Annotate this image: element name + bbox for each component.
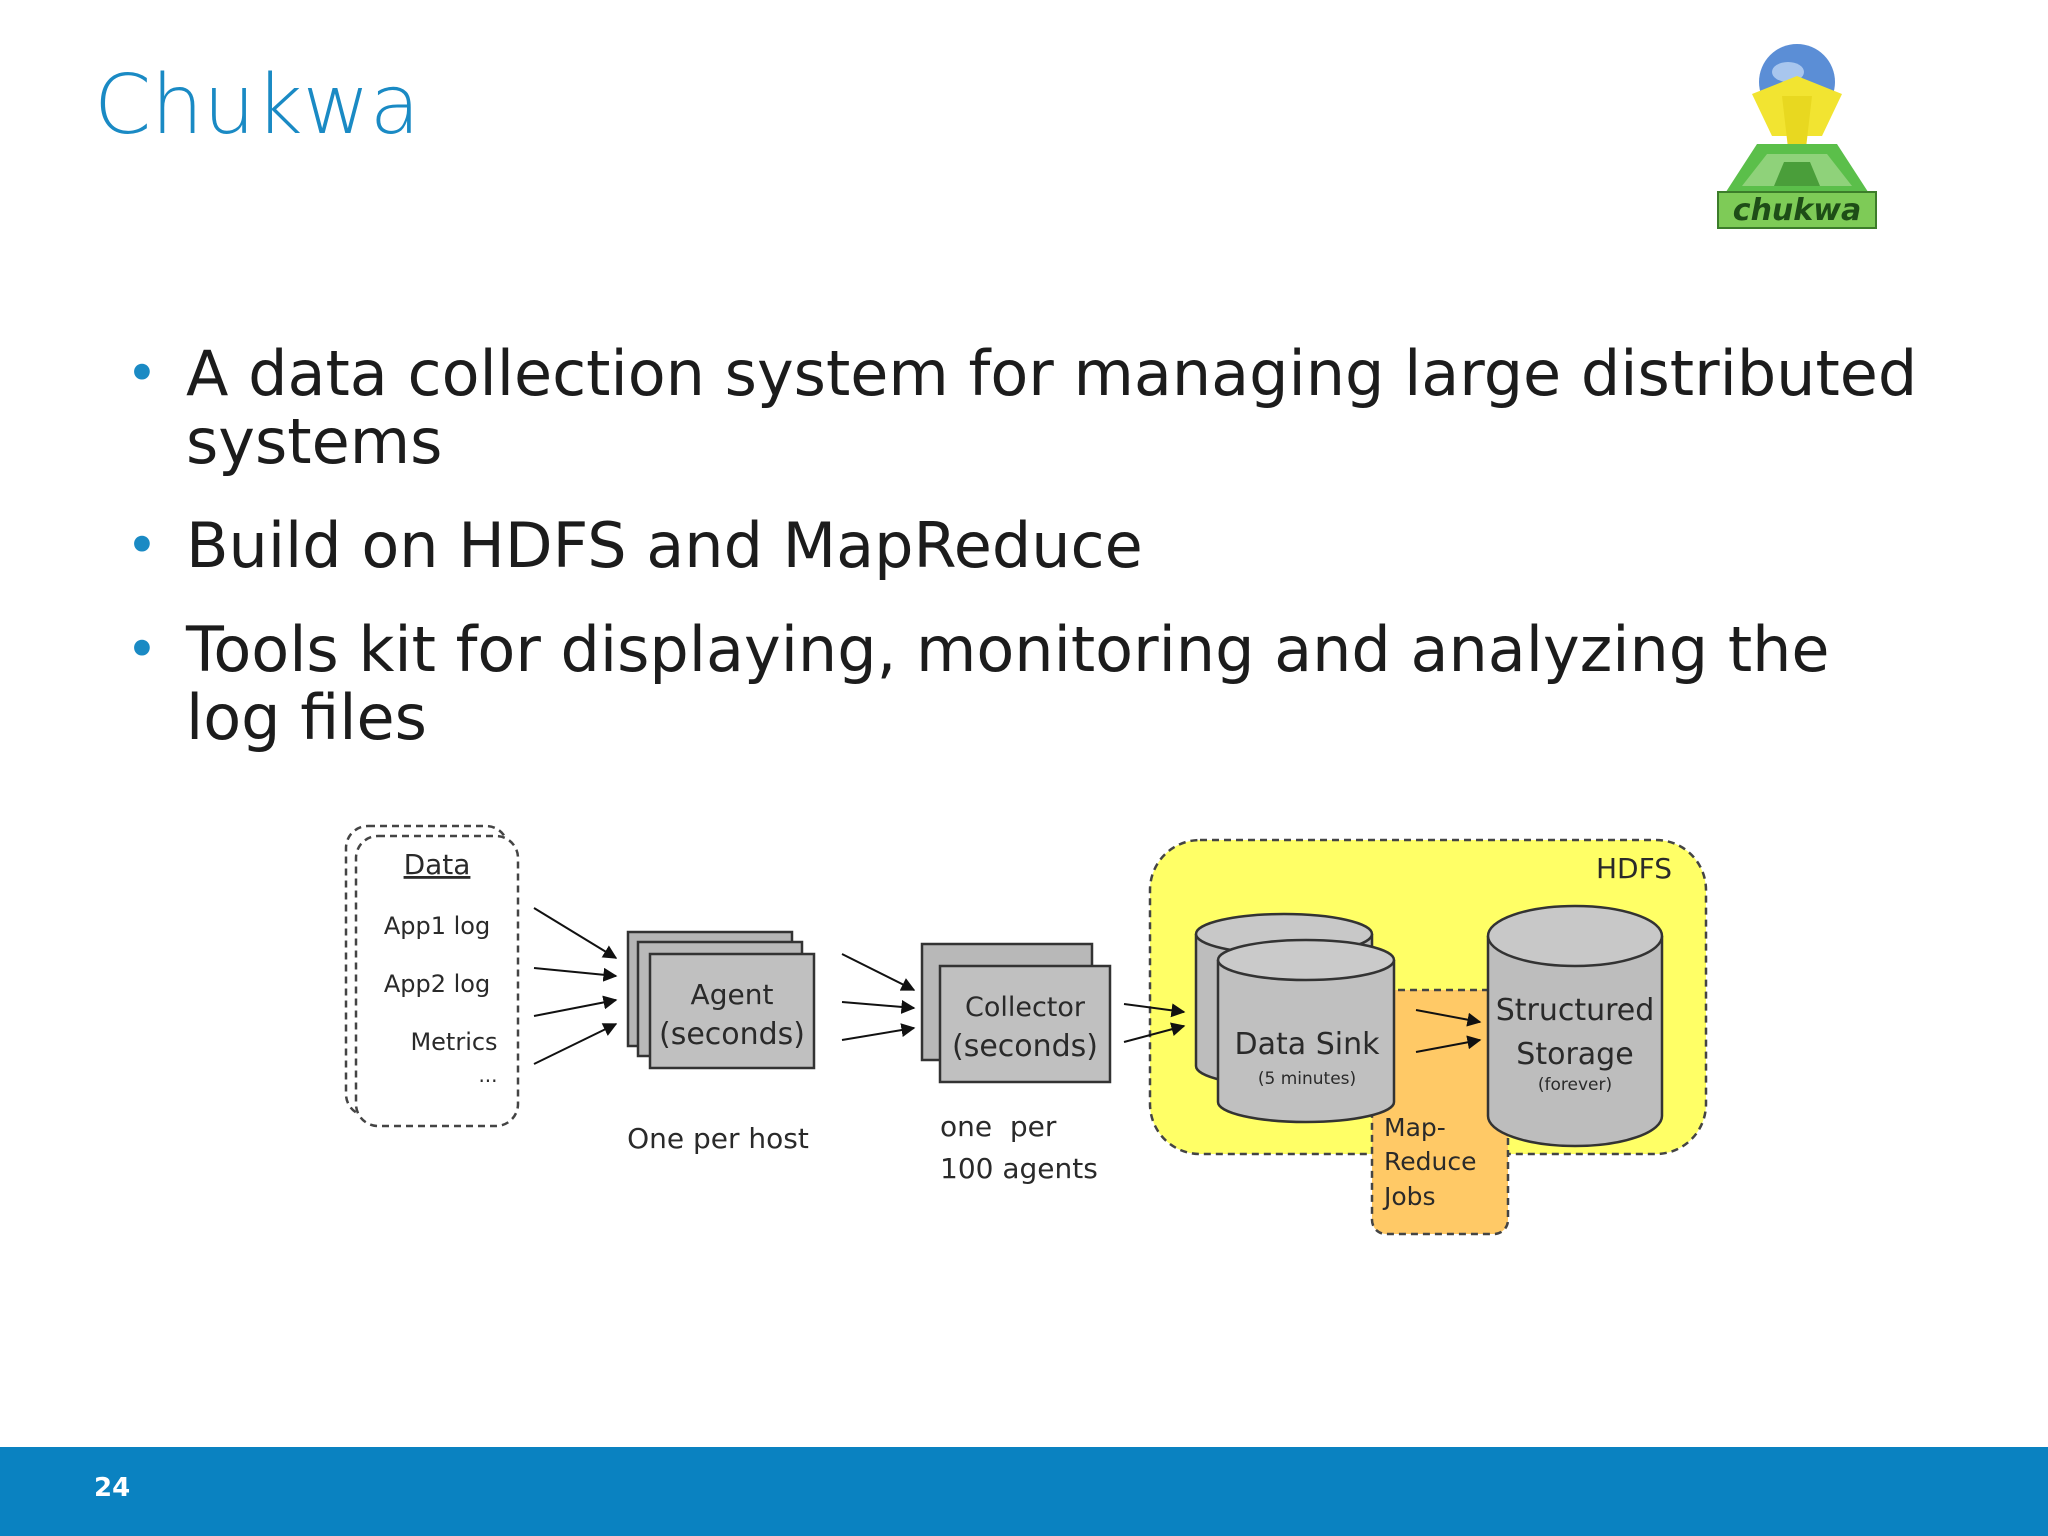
data-heading: Data [404, 848, 471, 881]
bullet-dot: • [126, 618, 158, 681]
collector-to-sink-arrows [1123, 1003, 1186, 1043]
collector-box: Collector (seconds) [920, 942, 1112, 1084]
mapreduce-region: Map- Reduce Jobs [1370, 988, 1510, 1236]
mapreduce-label: Map- [1384, 1113, 1446, 1142]
structured-storage-cylinder: Structured Storage (forever) [1486, 904, 1664, 1148]
storage-label: Storage [1516, 1037, 1633, 1072]
bullet-text: Tools kit for displaying, monitoring and… [186, 613, 1830, 754]
mapreduce-label: Reduce [1384, 1147, 1476, 1176]
footer-bar: 24 [0, 1447, 2048, 1536]
agent-box: Agent (seconds) [626, 930, 816, 1070]
sink-to-storage-arrows [1415, 1009, 1482, 1053]
logo-wordmark: chukwa [1733, 193, 1861, 228]
storage-sublabel: (forever) [1538, 1075, 1612, 1095]
page-number: 24 [94, 1473, 131, 1503]
agent-caption: One per host [627, 1122, 809, 1155]
data-to-agent-arrows [533, 907, 618, 1065]
bullet-item: • A data collection system for managing … [120, 340, 1940, 476]
collector-caption-line1: one per [940, 1110, 1057, 1143]
data-sink-sublabel: (5 minutes) [1258, 1069, 1356, 1089]
storage-label: Structured [1496, 993, 1655, 1028]
collector-caption-line2: 100 agents [940, 1152, 1098, 1185]
bullet-dot: • [126, 514, 158, 577]
bullet-dot: • [126, 342, 158, 405]
bullet-item: • Tools kit for displaying, monitoring a… [120, 616, 1940, 752]
bullet-list: • A data collection system for managing … [120, 340, 1940, 788]
data-item: App1 log [384, 912, 490, 940]
data-sink-cylinder: Data Sink (5 minutes) [1194, 912, 1396, 1124]
slide-title: Chukwa [94, 58, 420, 153]
data-sink-label: Data Sink [1235, 1027, 1381, 1062]
agent-to-collector-arrows [841, 953, 916, 1041]
collector-label: Collector [965, 992, 1086, 1023]
agent-label: Agent [691, 978, 774, 1011]
collector-sublabel: (seconds) [952, 1029, 1098, 1064]
bullet-text: Build on HDFS and MapReduce [186, 509, 1143, 582]
data-source-box: Data App1 log App2 log Metrics ... [344, 824, 520, 1128]
bullet-item: • Build on HDFS and MapReduce [120, 512, 1940, 580]
architecture-diagram: Data App1 log App2 log Metrics ... Agent… [330, 812, 1730, 1242]
agent-sublabel: (seconds) [659, 1017, 805, 1052]
chukwa-logo: chukwa [1712, 36, 1882, 232]
data-item: ... [478, 1063, 497, 1087]
data-item: App2 log [384, 970, 490, 998]
bullet-text: A data collection system for managing la… [186, 337, 1918, 478]
hdfs-label: HDFS [1596, 852, 1672, 885]
data-item: Metrics [410, 1028, 497, 1056]
mapreduce-label: Jobs [1382, 1182, 1436, 1211]
